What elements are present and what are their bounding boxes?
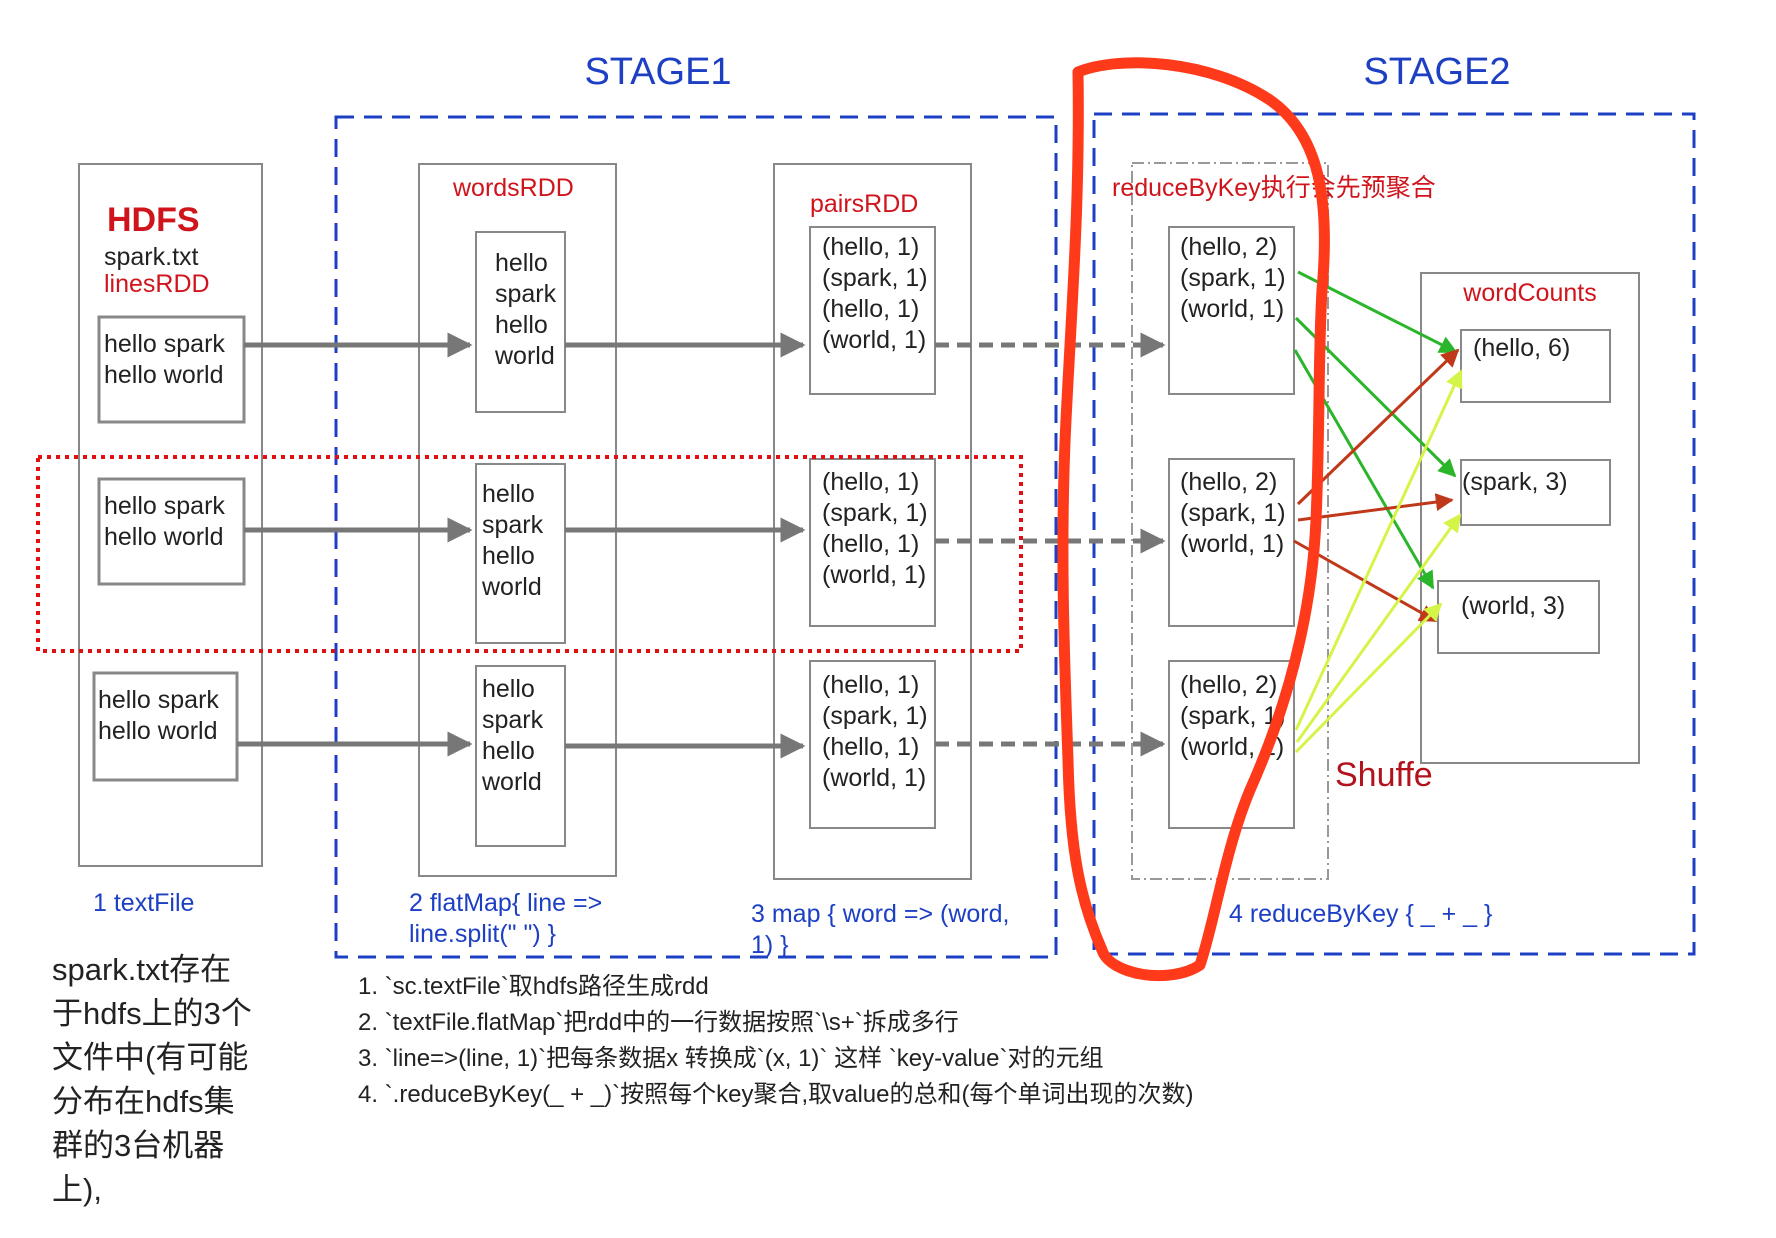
reduce-item: (spark, 1) xyxy=(1180,264,1286,292)
word-item: hello xyxy=(482,480,535,508)
word-count-result-text: (hello, 6) xyxy=(1473,334,1570,362)
word-item: spark xyxy=(495,280,557,308)
word-item: world xyxy=(481,768,542,796)
reduce-partition-1: (hello, 2) (spark, 1) (world, 1) xyxy=(1168,226,1295,395)
reduce-partition-2: (hello, 2) (spark, 1) (world, 1) xyxy=(1168,458,1295,627)
word-item: hello xyxy=(482,542,535,570)
hdfs-title: HDFS xyxy=(107,201,200,239)
pair-item: (hello, 1) xyxy=(822,530,919,558)
reduce-title: reduceByKey执行会先预聚合 xyxy=(1112,174,1436,202)
side-note-line: 群的3台机器 xyxy=(52,1128,224,1163)
pair-item: (hello, 1) xyxy=(822,671,919,699)
words-partition-2: hello spark hello world xyxy=(475,463,566,644)
pairs-partition-2: (hello, 1) (spark, 1) (hello, 1) (world,… xyxy=(809,458,936,627)
handdrawn-circle xyxy=(1057,57,1330,982)
note-line: 3. `line=>(line, 1)`把每条数据x 转换成`(x, 1)` 这… xyxy=(358,1045,1103,1072)
word-count-result-spark: (spark, 3) xyxy=(1460,459,1611,526)
shuffle-label: Shuffe xyxy=(1335,756,1433,794)
pairs-rdd-title: pairsRDD xyxy=(810,190,918,218)
word-item: hello xyxy=(482,737,535,765)
hdfs-block-line: hello world xyxy=(104,361,224,389)
hdfs-file-name: spark.txt xyxy=(104,243,199,271)
words-partition-3: hello spark hello world xyxy=(475,665,566,847)
word-counts-title: wordCounts xyxy=(1462,279,1596,307)
step2-label-line2: line.split(" ") } xyxy=(409,920,556,948)
pair-item: (spark, 1) xyxy=(822,499,928,527)
side-note-line: 于hdfs上的3个 xyxy=(52,996,252,1031)
dashed-arrows xyxy=(935,332,1166,757)
hdfs-block-3: hello spark hello world xyxy=(92,671,239,782)
reduce-item: (hello, 2) xyxy=(1180,671,1277,699)
word-count-result-world: (world, 3) xyxy=(1437,580,1600,654)
pair-item: (hello, 1) xyxy=(822,733,919,761)
shuffle-arrow xyxy=(1296,348,1460,506)
words-rdd-title: wordsRDD xyxy=(452,174,574,202)
word-item: world xyxy=(494,342,555,370)
stage2-title: STAGE2 xyxy=(1363,51,1510,93)
highlight-row-box xyxy=(36,455,1023,653)
hdfs-block-line: hello spark xyxy=(104,492,225,520)
stage1-title: STAGE1 xyxy=(584,51,731,93)
narrow-arrows xyxy=(237,332,806,759)
note-line: 1. `sc.textFile`取hdfs路径生成rdd xyxy=(358,973,709,1000)
word-count-result-text: (spark, 3) xyxy=(1462,468,1568,496)
pair-item: (hello, 1) xyxy=(822,295,919,323)
shuffle-arrow xyxy=(1294,369,1463,731)
step1-label: 1 textFile xyxy=(93,889,194,917)
note-line: 4. `.reduceByKey(_ + _)`按照每个key聚合,取value… xyxy=(358,1081,1194,1108)
side-note: spark.txt存在 于hdfs上的3个 文件中(有可能 分布在hdfs集 群… xyxy=(52,952,252,1207)
side-note-line: spark.txt存在 xyxy=(52,952,231,987)
numbered-notes: 1. `sc.textFile`取hdfs路径生成rdd 2. `textFil… xyxy=(358,973,1194,1108)
shuffle-arrow xyxy=(1297,493,1454,522)
side-note-line: 上), xyxy=(52,1172,102,1207)
shuffle-arrow xyxy=(1294,602,1443,754)
step3-label-line1: 3 map { word => (word, xyxy=(751,900,1009,928)
word-count-result-text: (world, 3) xyxy=(1461,592,1565,620)
words-partition-1: hello spark hello world xyxy=(475,231,566,413)
step3-label-line2: 1) } xyxy=(751,931,789,959)
reduce-column xyxy=(1131,162,1329,880)
pair-item: (hello, 1) xyxy=(822,468,919,496)
pair-item: (world, 1) xyxy=(822,764,926,792)
reduce-item: (hello, 2) xyxy=(1180,233,1277,261)
word-count-result-hello: (hello, 6) xyxy=(1460,329,1611,403)
word-item: spark xyxy=(482,706,544,734)
reduce-item: (hello, 2) xyxy=(1180,468,1277,496)
reduce-item: (world, 1) xyxy=(1180,530,1284,558)
stage1-box xyxy=(334,115,1058,959)
side-note-line: 文件中(有可能 xyxy=(52,1040,248,1075)
pairs-partition-1: (hello, 1) (spark, 1) (hello, 1) (world,… xyxy=(809,226,936,395)
hdfs-block-1: hello spark hello world xyxy=(97,315,246,424)
step2-label-line1: 2 flatMap{ line => xyxy=(409,889,602,917)
word-item: hello xyxy=(495,311,548,339)
shuffle-arrows-yellow xyxy=(1294,369,1463,754)
pair-item: (world, 1) xyxy=(822,326,926,354)
hdfs-block-line: hello world xyxy=(104,523,224,551)
hdfs-block-2: hello spark hello world xyxy=(97,477,246,586)
step4-label: 4 reduceByKey { _ + _ } xyxy=(1229,900,1492,928)
word-item: world xyxy=(481,573,542,601)
shuffle-arrow xyxy=(1295,513,1462,743)
hdfs-block-line: hello spark xyxy=(98,686,219,714)
word-item: hello xyxy=(482,675,535,703)
reduce-item: (spark, 1) xyxy=(1180,499,1286,527)
pair-item: (hello, 1) xyxy=(822,233,919,261)
reduce-item: (spark, 1) xyxy=(1180,702,1286,730)
lines-rdd-label: linesRDD xyxy=(104,270,210,298)
reduce-item: (world, 1) xyxy=(1180,295,1284,323)
hdfs-block-line: hello spark xyxy=(104,330,225,358)
word-item: spark xyxy=(482,511,544,539)
hdfs-block-line: hello world xyxy=(98,717,218,745)
note-line: 2. `textFile.flatMap`把rdd中的一行数据按照`\s+`拆成… xyxy=(358,1009,959,1036)
pair-item: (world, 1) xyxy=(822,561,926,589)
word-item: hello xyxy=(495,249,548,277)
pair-item: (spark, 1) xyxy=(822,264,928,292)
side-note-line: 分布在hdfs集 xyxy=(52,1084,235,1119)
stage2-box xyxy=(1092,112,1696,956)
pairs-partition-3: (hello, 1) (spark, 1) (hello, 1) (world,… xyxy=(809,660,936,829)
reduce-partition-3: (hello, 2) (spark, 1) (world, 1) xyxy=(1168,660,1295,829)
pair-item: (spark, 1) xyxy=(822,702,928,730)
